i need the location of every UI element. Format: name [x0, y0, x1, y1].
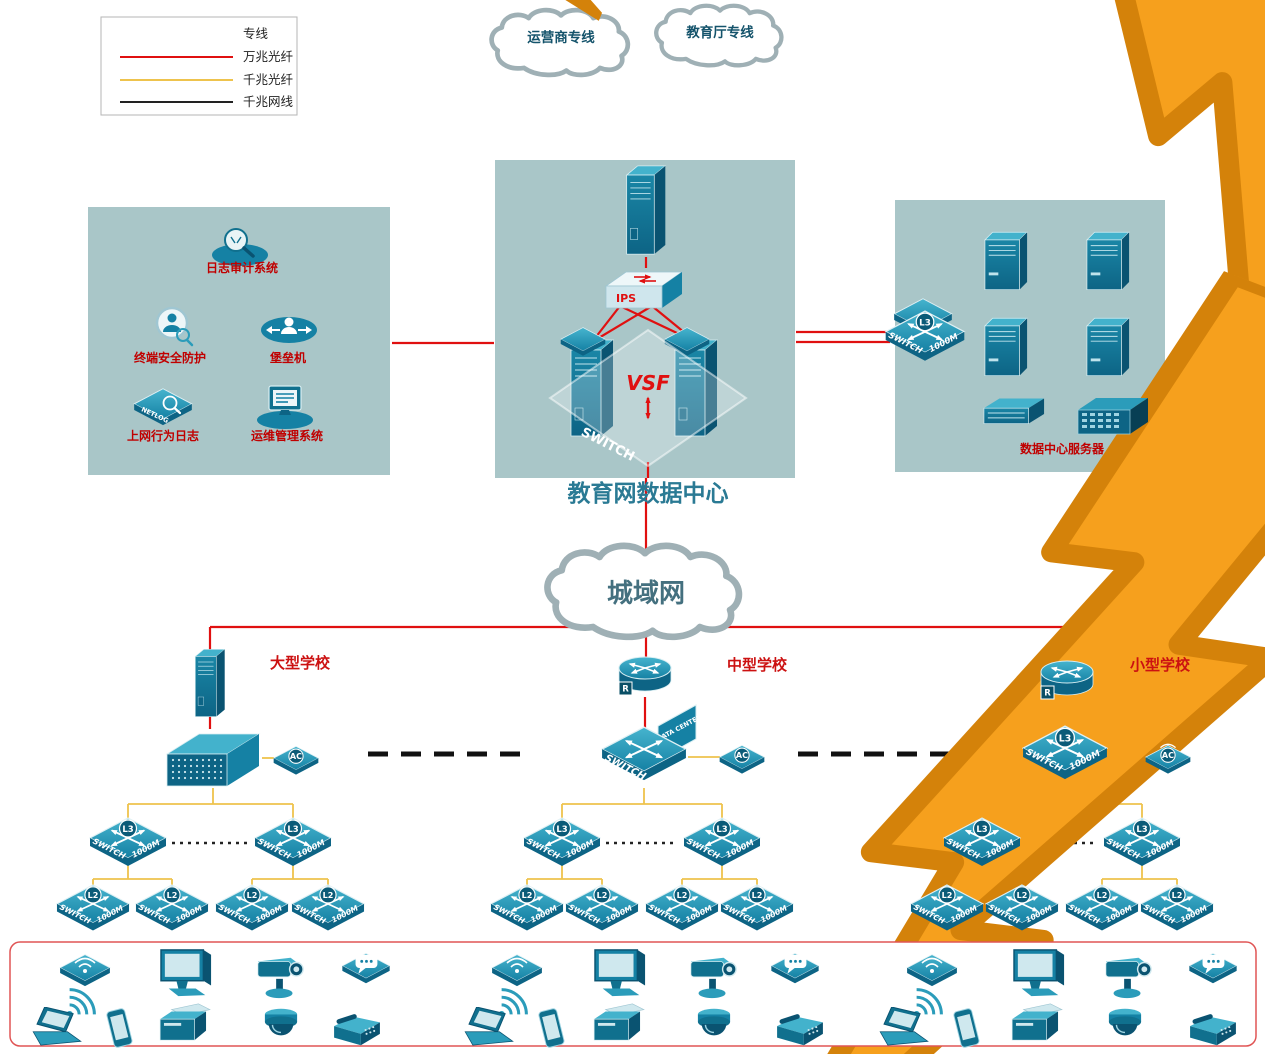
- server-icon: [984, 231, 1028, 290]
- datacenter-servers: 数据中心服务器: [886, 231, 1149, 456]
- carrier-cloud-label: 运营商专线: [527, 29, 595, 46]
- log-audit-label: 日志审计系统: [206, 260, 278, 275]
- school-medium-label: 中型学校: [727, 656, 788, 674]
- l3-switch-icon: [255, 818, 331, 866]
- l2-switch-icon: [57, 885, 129, 931]
- l2-switch-icon: [1141, 885, 1213, 931]
- l3-switch-icon: [524, 818, 600, 866]
- l3-switch-icon: [684, 818, 760, 866]
- school-large-label: 大型学校: [270, 654, 331, 672]
- l2-switch-icon: [216, 885, 288, 931]
- l2-switch-icon: [566, 885, 638, 931]
- datacenter-title: 教育网数据中心: [568, 480, 729, 507]
- ac-controller-icon: [720, 744, 765, 773]
- legend-label: 千兆网线: [243, 94, 294, 109]
- man-cloud-label: 城域网: [607, 579, 685, 609]
- l2-switch-icon: [136, 885, 208, 931]
- server-icon: [1086, 231, 1130, 290]
- school-router-icon: [619, 657, 671, 695]
- bastion-host-icon: [260, 316, 318, 344]
- core-router-icon: [626, 165, 666, 255]
- school-small: 小型学校: [911, 656, 1213, 930]
- l2-switch-icon: [721, 885, 793, 931]
- l2-switch-icon: [646, 885, 718, 931]
- school-large: 大型学校: [57, 649, 364, 930]
- l2-switch-icon: [491, 885, 563, 931]
- security-systems: 日志审计系统 终端安全防护 堡垒机 上网行为日志 运维管理系统: [127, 227, 323, 443]
- net-behavior-log-label: 上网行为日志: [127, 428, 199, 443]
- endpoint-protection-label: 终端安全防护: [134, 350, 206, 365]
- l2-switch-icon: [1066, 885, 1138, 931]
- l2-switch-icon: [292, 885, 364, 931]
- school-small-label: 小型学校: [1130, 656, 1191, 674]
- school-server-icon: [194, 649, 226, 717]
- education-cloud-label: 教育厅专线: [686, 24, 754, 41]
- server-icon: [1086, 317, 1130, 376]
- legend-label: 万兆光纤: [243, 49, 294, 64]
- server-icon: [984, 317, 1028, 376]
- server-panel-caption: 数据中心服务器: [1020, 441, 1105, 456]
- l3-switch-icon: [90, 818, 166, 866]
- school-firewall-icon: [166, 733, 260, 787]
- l3-switch-icon: [1104, 818, 1180, 866]
- legend: 专线 万兆光纤 千兆光纤 千兆网线: [100, 0, 649, 116]
- ops-management-label: 运维管理系统: [251, 428, 323, 443]
- blade-chassis-icon: [1077, 397, 1149, 435]
- legend-label: 千兆光纤: [243, 72, 294, 87]
- ac-controller-icon: [274, 745, 319, 774]
- legend-label: 专线: [243, 26, 269, 41]
- vsf-label: VSF: [626, 371, 670, 395]
- bastion-host-label: 堡垒机: [270, 350, 306, 365]
- school-medium: 中型学校 DATA CENTER SWITCH: [491, 656, 793, 930]
